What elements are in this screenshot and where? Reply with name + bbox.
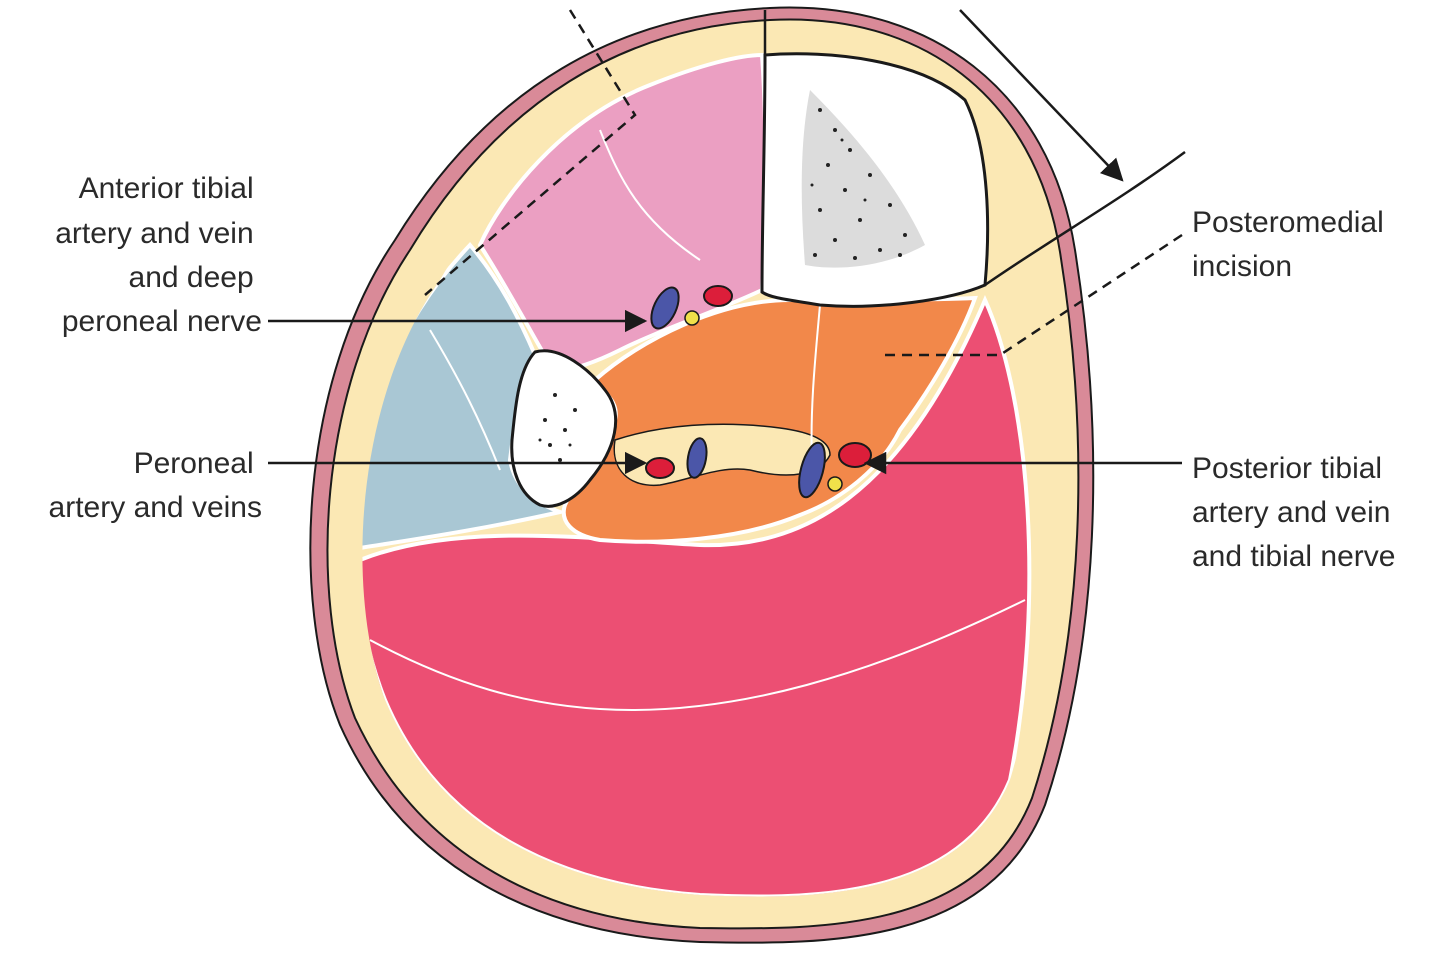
peroneal-artery <box>646 458 674 478</box>
posteromedial-incision-label: Posteromedial incision <box>1192 206 1392 283</box>
anterior-tibial-artery <box>704 286 732 306</box>
peroneal-label: Peroneal artery and veins <box>49 447 262 524</box>
anterior-tibial-label: Anterior tibial artery and vein and deep… <box>55 172 262 338</box>
posterior-tibial-label: Posterior tibial artery and vein and tib… <box>1192 452 1399 573</box>
tibial-nerve <box>828 477 842 491</box>
deep-peroneal-nerve <box>685 311 699 325</box>
